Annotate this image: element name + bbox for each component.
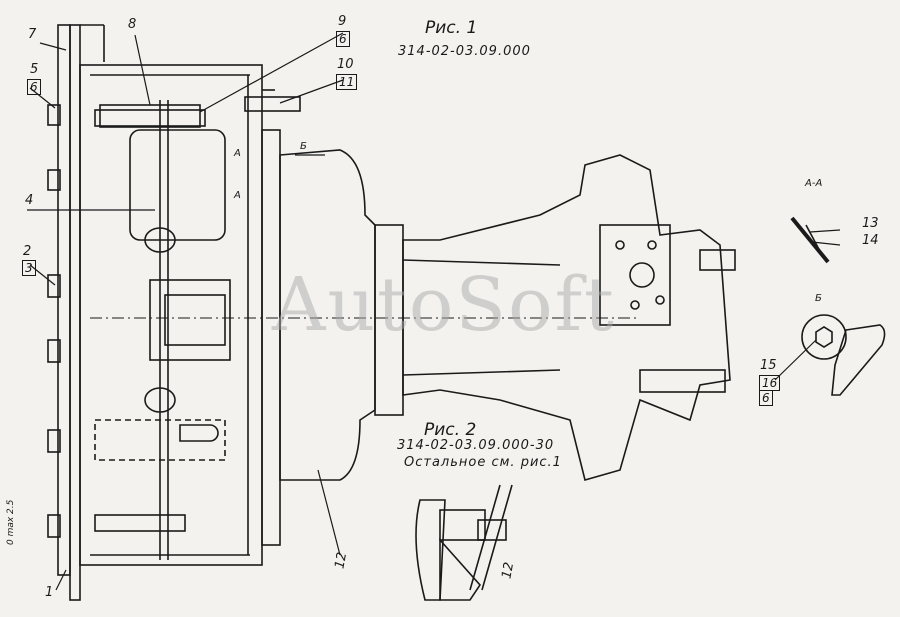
callout-9-sub: 6 (336, 31, 350, 47)
figure2-note: Остальное см. рис.1 (404, 455, 562, 470)
watermark: AutoSoft (272, 262, 616, 348)
callout-16-sub: 6 (759, 390, 773, 406)
callout-8: 8 (128, 17, 137, 32)
dimension-note: 0 max 2.5 (6, 499, 16, 545)
gearbox-body (402, 154, 731, 481)
callout-5: 5 (30, 62, 39, 77)
callout-12-figure2: 12 (499, 561, 518, 580)
callout-2: 2 (23, 244, 32, 259)
callout-15: 15 (760, 358, 777, 373)
figure1-code: 314-02-03.09.000 (398, 44, 531, 59)
section-aa-label: А-А (805, 178, 823, 189)
view-b-part (801, 314, 886, 396)
callout-4: 4 (25, 193, 34, 208)
section-a-bottom-label: А (234, 190, 241, 201)
callout-9: 9 (338, 14, 347, 29)
callout-10: 10 (337, 57, 354, 72)
section-aa-part (790, 216, 830, 264)
callout-13: 13 (862, 216, 879, 231)
section-a-top-label: А (234, 148, 241, 159)
housing (79, 64, 263, 566)
callout-7: 7 (28, 27, 37, 42)
callout-11: 11 (336, 74, 358, 90)
flange-plate (69, 24, 81, 601)
view-b-label: Б (815, 293, 822, 304)
figure2-title: Рис. 2 (424, 420, 477, 440)
callout-14: 14 (862, 233, 879, 248)
figure1-title: Рис. 1 (425, 18, 478, 38)
callout-16: 16 (759, 375, 781, 391)
callout-6: 6 (27, 79, 41, 95)
callout-3: 3 (22, 260, 36, 276)
flange-bolts (47, 104, 61, 538)
figure2-detail (415, 484, 513, 601)
callout-1: 1 (45, 585, 54, 600)
leader-lines (27, 32, 841, 591)
arrow-b-label: Б (300, 141, 307, 152)
figure2-code: 314-02-03.09.000-30 (397, 438, 555, 453)
callout-12: 12 (332, 551, 351, 570)
